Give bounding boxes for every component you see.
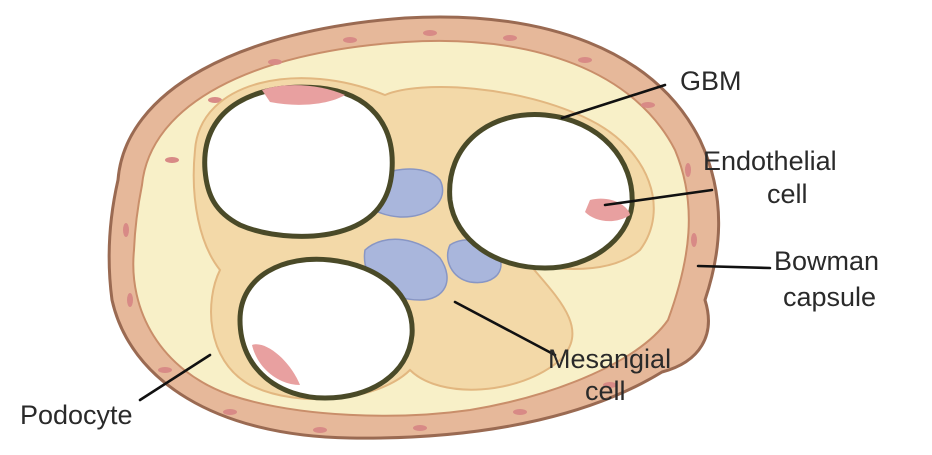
capillary-lower-left (240, 259, 412, 398)
capillary-upper-left (205, 87, 393, 236)
endothelial-label-line1: Endothelial (703, 146, 837, 176)
bowman-label-line1: Bowman (774, 246, 879, 276)
bowman-label-line2: capsule (783, 282, 876, 312)
mesangial-label-line1: Mesangial (548, 344, 671, 374)
gbm-label: GBM (680, 66, 742, 96)
podocyte-label: Podocyte (20, 400, 133, 430)
mesangial-label-line2: cell (585, 376, 626, 406)
capillary-upper-right (450, 115, 633, 268)
endothelial-label-line2: cell (767, 179, 808, 209)
